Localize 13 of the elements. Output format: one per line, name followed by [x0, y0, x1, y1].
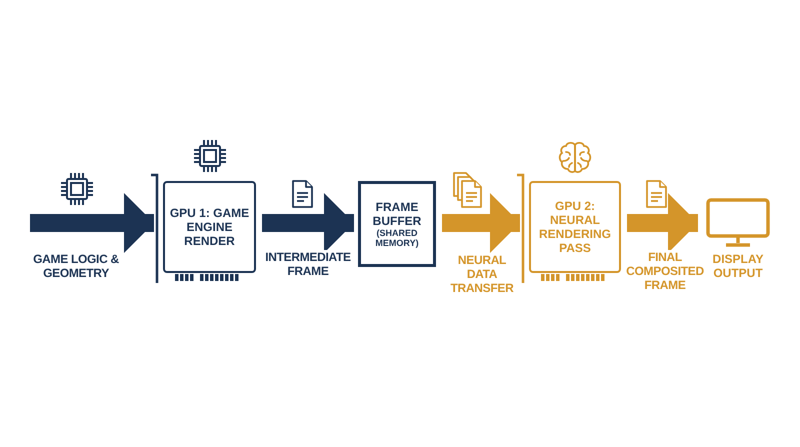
arrow — [30, 193, 154, 253]
buffer-box — [358, 181, 436, 267]
node-label: DISPLAY OUTPUT — [712, 252, 764, 280]
gpu-card — [163, 181, 256, 273]
node-label: GPU 1: GAME ENGINE RENDER — [169, 206, 250, 248]
arrow — [442, 193, 520, 253]
arrow — [627, 193, 698, 253]
node-label: FRAME BUFFER — [372, 200, 422, 228]
edge-label: FINAL COMPOSITED FRAME — [624, 250, 706, 292]
node-label: GPU 2: NEURAL RENDERING PASS — [538, 199, 612, 255]
node-label: (SHARED MEMORY) — [374, 228, 420, 248]
gpu-card — [529, 181, 621, 273]
arrow — [262, 193, 354, 253]
